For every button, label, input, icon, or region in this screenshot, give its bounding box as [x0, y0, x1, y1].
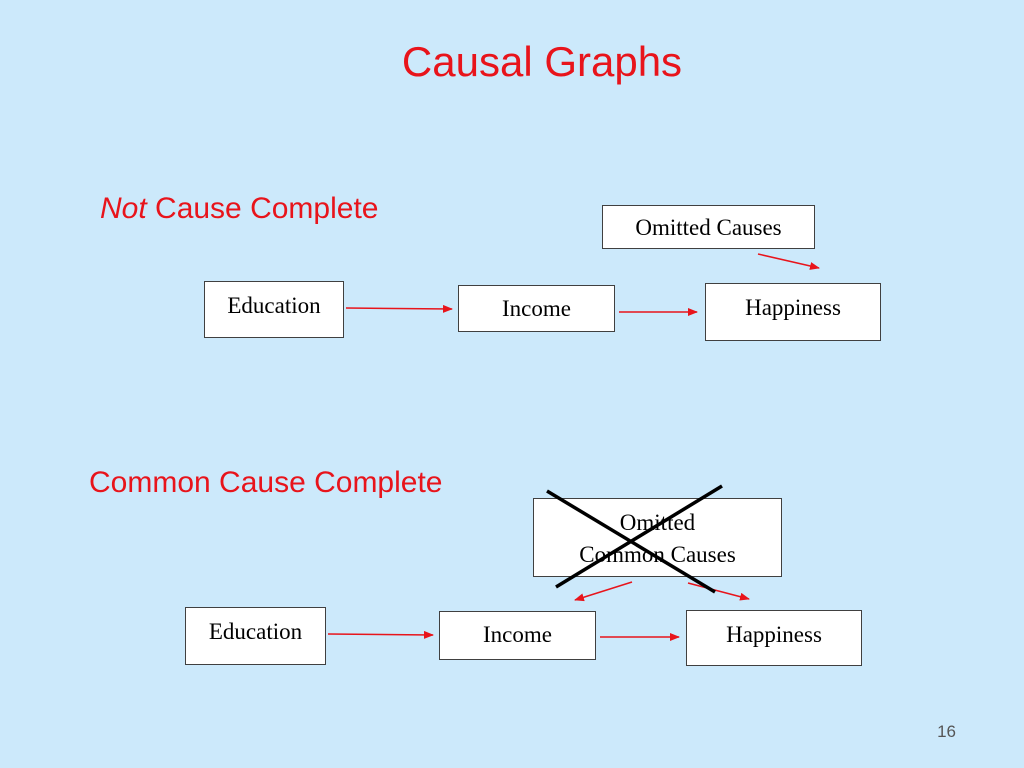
page-number: 16: [937, 722, 956, 741]
node-omitted-causes: Omitted Causes: [602, 205, 815, 249]
node-happiness-1: Happiness: [705, 283, 881, 341]
node-omitted-common-causes: Omitted Common Causes: [533, 498, 782, 577]
arrow-omitted-happiness-2: [687, 582, 750, 601]
heading-common-cause-complete: Common Cause Complete: [89, 466, 443, 499]
node-education-2: Education: [185, 607, 326, 665]
arrow-education-income-2: [327, 630, 434, 639]
node-happiness-2: Happiness: [686, 610, 862, 666]
node-income-1: Income: [458, 285, 615, 332]
arrow-omitted-happiness-1: [757, 253, 820, 270]
node-income-2: Income: [439, 611, 596, 660]
heading-rest: Cause Complete: [146, 192, 379, 225]
omitted-line-1: Omitted: [619, 510, 696, 535]
arrow-omitted-income-2: [574, 581, 633, 602]
node-education-1: Education: [204, 281, 344, 338]
omitted-line-2: Common Causes: [579, 542, 736, 567]
slide-title: Causal Graphs: [401, 38, 683, 85]
heading-italic-not: Not: [100, 192, 147, 225]
heading-not-cause-complete: Not Cause Complete: [100, 192, 378, 226]
arrow-education-income-1: [345, 304, 453, 313]
